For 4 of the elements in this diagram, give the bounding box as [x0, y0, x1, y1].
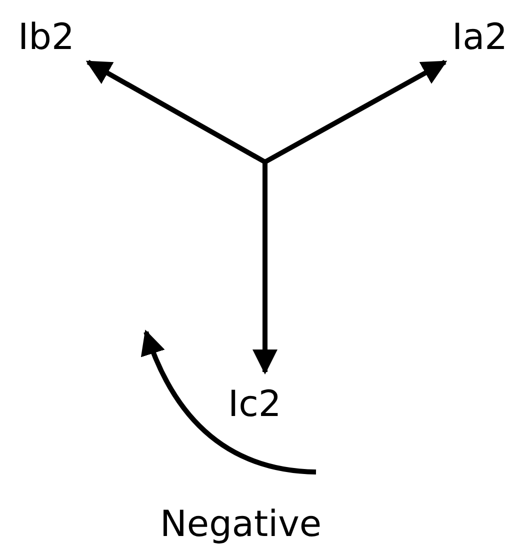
phasor-label: Ia2: [452, 20, 508, 56]
phasor-label: Negative: [160, 507, 322, 543]
phasor-label: Ic2: [228, 387, 282, 423]
phasor-label: Ib2: [18, 20, 74, 56]
